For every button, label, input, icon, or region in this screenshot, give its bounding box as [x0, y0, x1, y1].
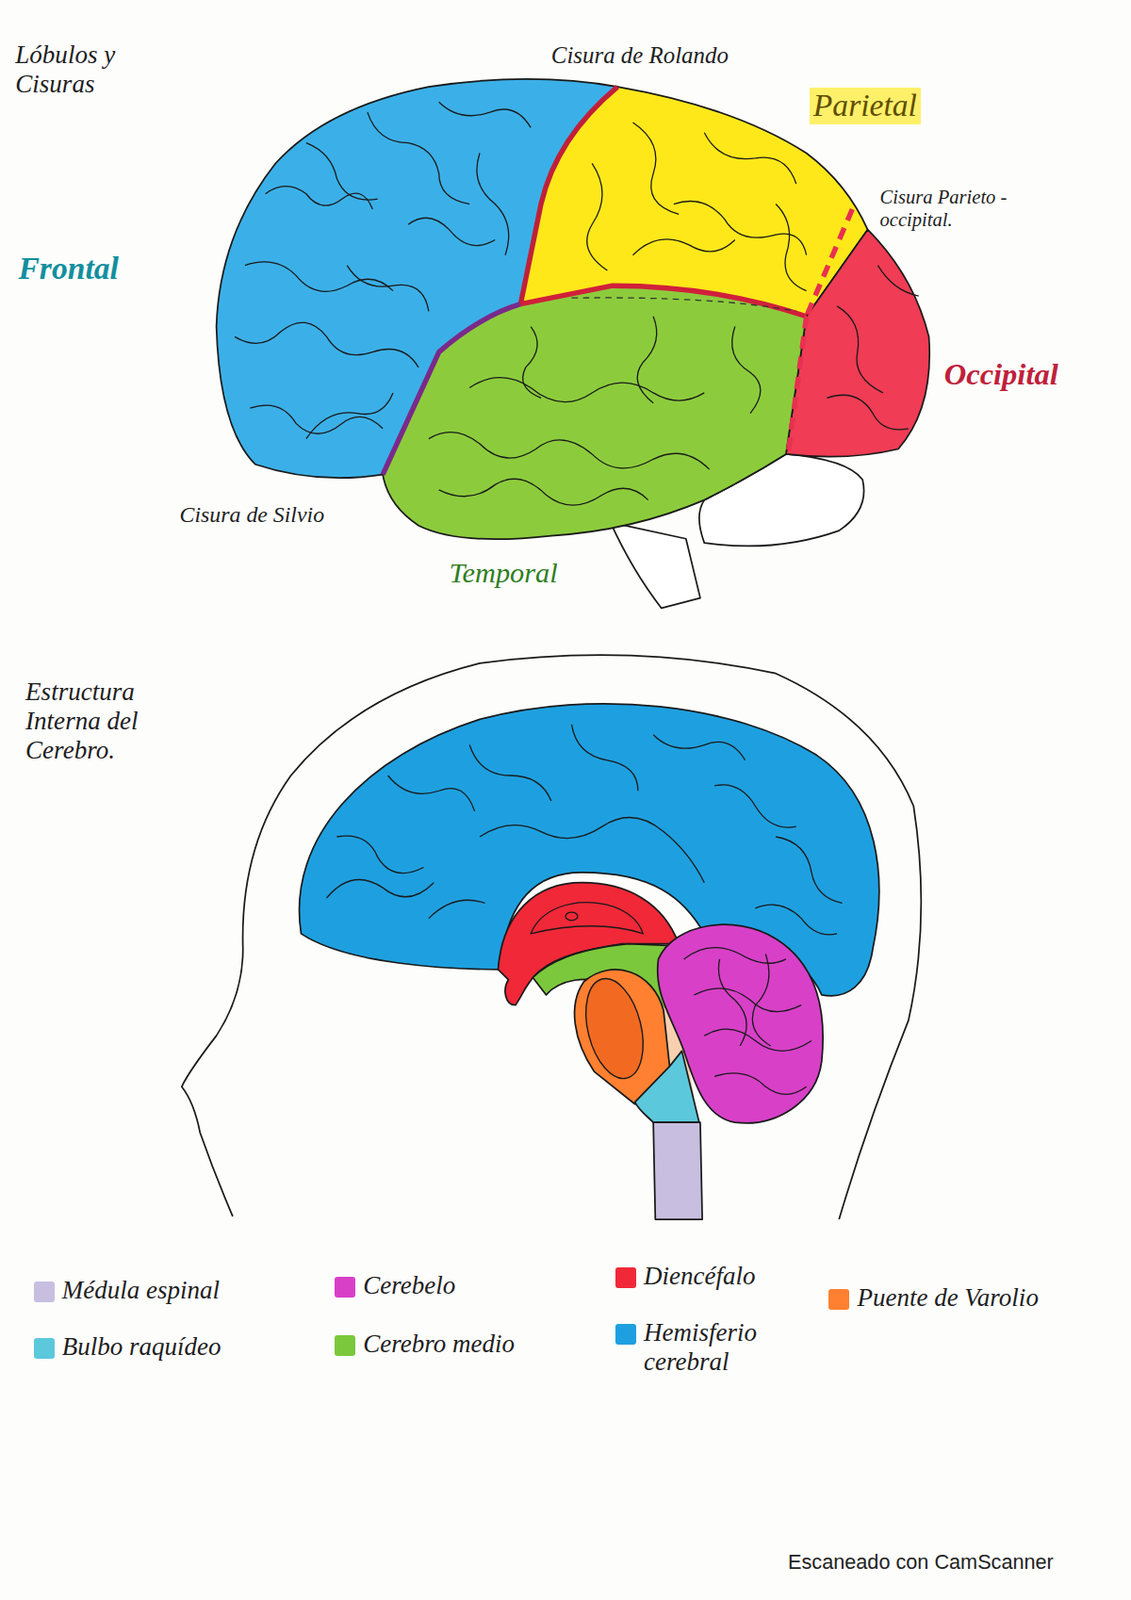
- parieto-occipital-fissure: [806, 209, 853, 317]
- temporo-occipital-boundary: [787, 316, 806, 455]
- legend-swatch: [615, 1267, 637, 1289]
- watermark: Escaneado con CamScanner: [787, 1551, 1054, 1575]
- gyri: [234, 101, 919, 506]
- legend-item: Bulbo raquídeo: [33, 1332, 279, 1362]
- legend-text: Médula espinal: [62, 1276, 220, 1306]
- fissure-label: Cisura de Rolando: [551, 42, 729, 70]
- section-heading: Estructura Interna del Cerebro.: [25, 677, 210, 766]
- pons-inner: [576, 972, 654, 1085]
- legend-text: Bulbo raquídeo: [62, 1332, 222, 1362]
- cerebellum: [657, 924, 823, 1124]
- legend-text: Diencéfalo: [643, 1262, 755, 1292]
- dashed-guide: [571, 297, 796, 312]
- diencephalon-inner: [530, 902, 643, 935]
- legend-swatch: [33, 1281, 55, 1303]
- legend-swatch: [828, 1289, 850, 1311]
- spinal-cord: [653, 1122, 703, 1220]
- fissure-label: Cisura Parieto - occipital.: [880, 186, 1060, 231]
- silvio-fissure: [382, 304, 521, 476]
- occipital-lobe: [786, 229, 930, 458]
- legend-item: Diencéfalo: [615, 1262, 820, 1292]
- legend-text: Cerebelo: [362, 1271, 456, 1301]
- legend-item: Médula espinal: [33, 1276, 279, 1306]
- lobe-label: Temporal: [449, 557, 558, 591]
- cerebellum-folia: [684, 948, 812, 1096]
- rolando-fissure: [520, 86, 618, 305]
- lateral-boundary: [520, 285, 806, 316]
- legend-item: Cerebro medio: [334, 1329, 570, 1360]
- section-heading: Lóbulos y Cisuras: [15, 40, 168, 99]
- legend-swatch: [615, 1324, 637, 1345]
- legend-text: Puente de Varolio: [856, 1283, 1038, 1313]
- temporal-lobe: [382, 285, 806, 540]
- legend-swatch: [33, 1338, 55, 1360]
- legend-text: Hemisferio cerebral: [643, 1318, 800, 1377]
- legend-text: Cerebro medio: [362, 1329, 515, 1360]
- lobe-label: Frontal: [17, 250, 118, 288]
- legend-item: Cerebelo: [334, 1271, 570, 1301]
- lobe-label: Parietal: [809, 87, 921, 125]
- brainstem-outline: [610, 522, 701, 608]
- legend-swatch: [334, 1335, 356, 1357]
- legend-swatch: [334, 1277, 356, 1298]
- legend-item: Hemisferio cerebral: [615, 1318, 800, 1377]
- lobe-label: Occipital: [944, 357, 1059, 393]
- legend-item: Puente de Varolio: [828, 1283, 1115, 1313]
- fissure-label: Cisura de Silvio: [180, 502, 325, 528]
- head-outline: [181, 655, 922, 1220]
